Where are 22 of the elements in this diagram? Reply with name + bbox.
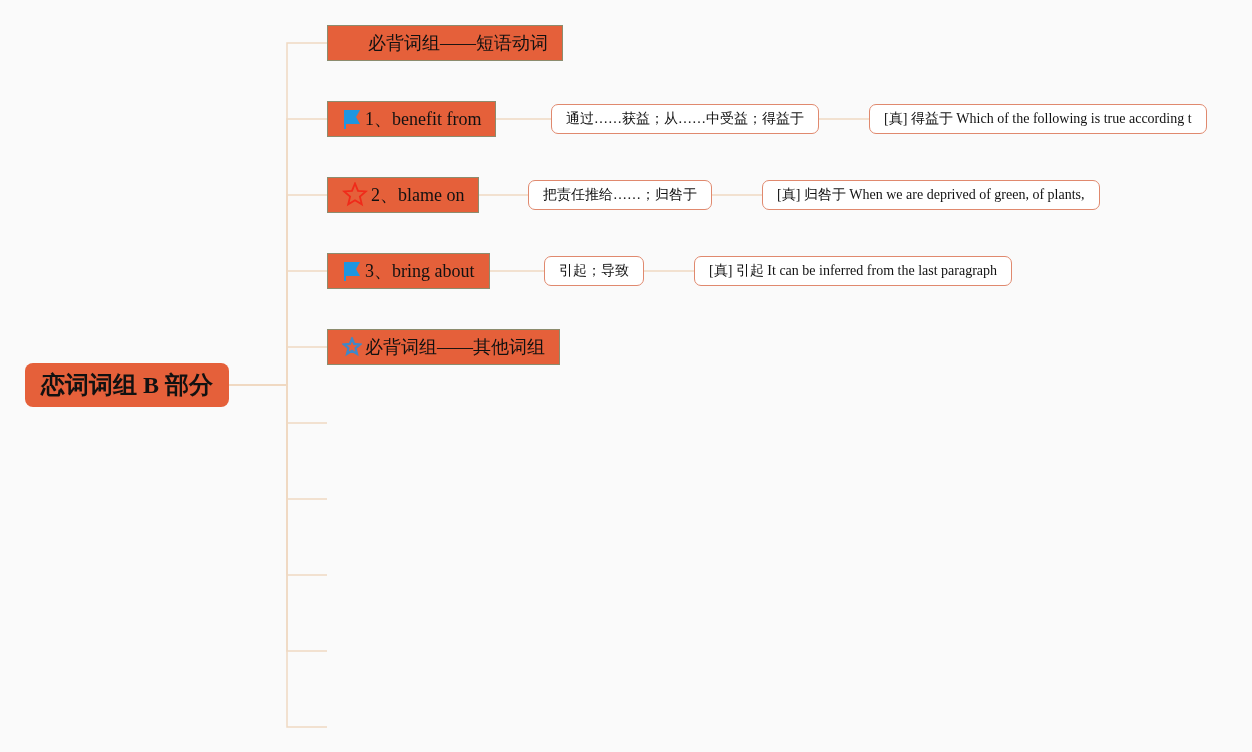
topic-label: 1、benefit from [365,108,482,131]
topic-label: 2、blame on [371,184,465,207]
central-topic-box: 恋词词组 B 部分 [25,363,229,407]
topic-box: 必背词组——短语动词 [327,25,563,61]
topic-box [327,329,560,365]
branch-line [489,270,545,272]
subtopic-box: [真] 引起 It can be inferred from the last paragraph [694,256,1013,286]
subtopic-box: 引起；导致 [544,256,644,286]
branch-line [495,118,552,120]
topic-label: 必背词组——其他词组 [365,336,545,359]
topic-label: 3、bring about [365,260,475,283]
subtopic-box: 通过……获益；从……中受益；得益于 [551,104,819,134]
topic-box [327,253,490,289]
branch-line [711,194,763,196]
subtopic-box: 把责任推给……；归咎于 [528,180,712,210]
topic-box [327,101,497,137]
subtopic-box: [真] 得益于 Which of the following is true according t [869,104,1207,134]
branch-line [643,270,695,272]
subtopic-box: [真] 归咎于 When we are deprived of green, of plants, [762,180,1100,210]
branch-line [478,194,529,196]
topic-box [327,177,480,213]
branch-line [818,118,870,120]
